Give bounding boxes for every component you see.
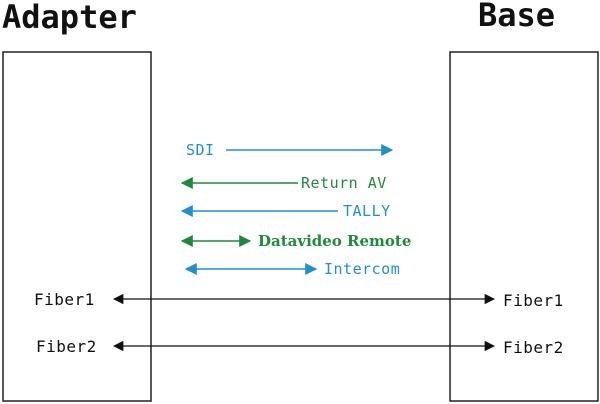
return-av-label: Return AV: [301, 174, 387, 192]
fiber1-base-label: Fiber1: [503, 291, 564, 310]
sdi-label: SDI: [186, 141, 215, 159]
base-title: Base: [478, 0, 555, 34]
adapter-box: [2, 51, 152, 402]
fiber1-adapter-label: Fiber1: [34, 290, 95, 309]
adapter-title: Adapter: [2, 0, 137, 36]
tally-label: TALLY: [343, 202, 391, 220]
fiber2-base-label: Fiber2: [503, 338, 564, 357]
base-box: [449, 51, 599, 402]
datavideo-remote-label: Datavideo Remote: [258, 232, 411, 250]
intercom-label: Intercom: [324, 260, 400, 278]
fiber2-adapter-label: Fiber2: [36, 337, 97, 356]
